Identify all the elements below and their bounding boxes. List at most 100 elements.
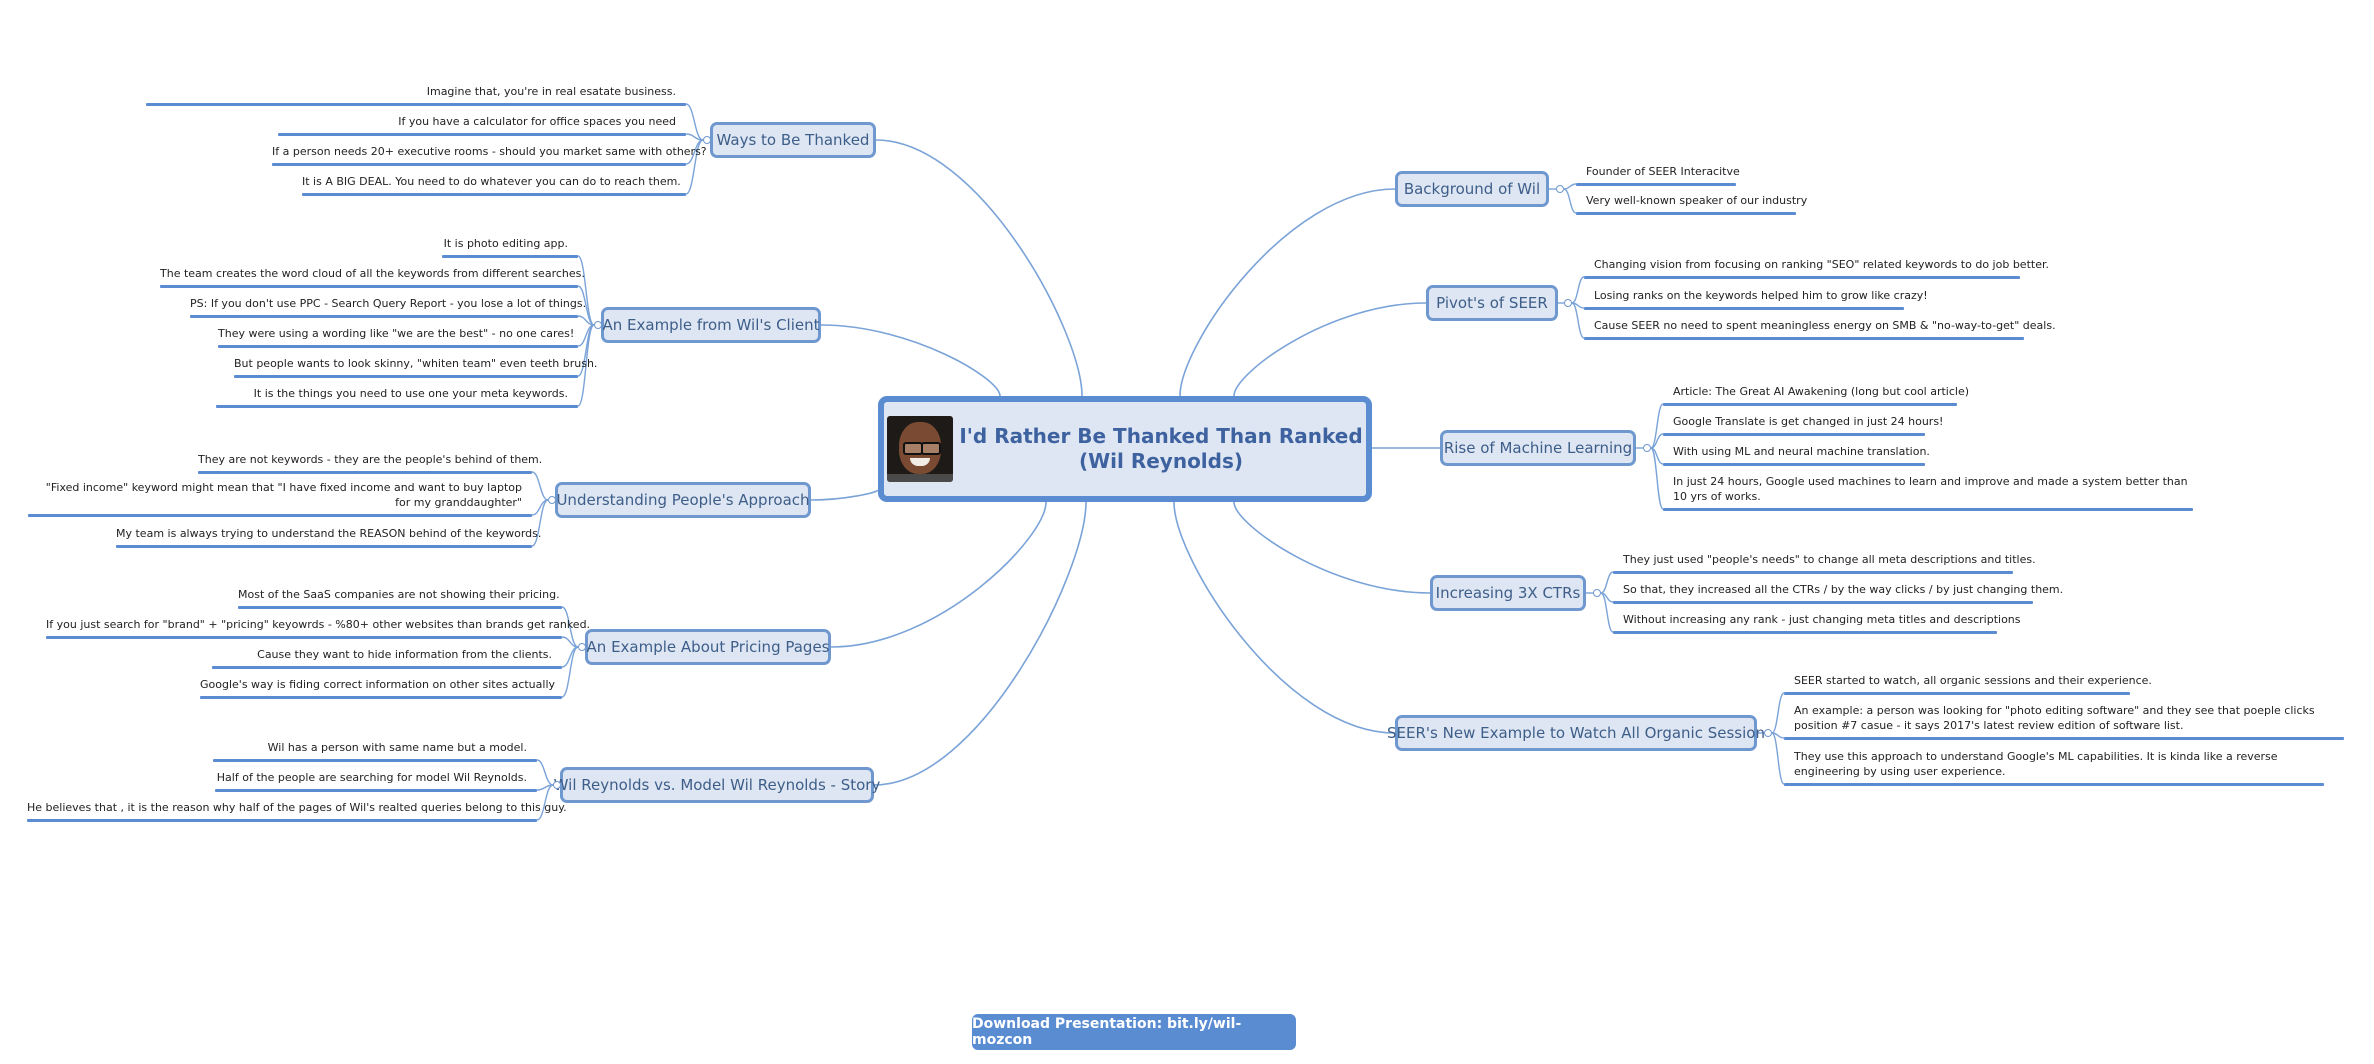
collapse-toggle[interactable]: [1643, 444, 1651, 452]
leaf-underline: [278, 133, 686, 136]
topic-label: Understanding People's Approach: [556, 491, 810, 509]
collapse-toggle[interactable]: [703, 136, 711, 144]
collapse-toggle[interactable]: [1764, 729, 1772, 737]
leaf-underline: [212, 666, 562, 669]
download-presentation-button[interactable]: Download Presentation: bit.ly/wil-mozcon: [972, 1014, 1296, 1050]
leaf-underline: [238, 606, 562, 609]
leaf-underline: [1663, 508, 2193, 511]
leaf-connector: [1771, 692, 1785, 734]
leaf-underline: [1613, 631, 1997, 634]
leaf-underline: [218, 345, 578, 348]
leaf-connector: [1650, 433, 1664, 449]
leaf-note[interactable]: If you have a calculator for office spac…: [398, 115, 676, 128]
branch-connector: [1233, 302, 1427, 397]
right-topic-4[interactable]: Increasing 3X CTRs: [1430, 575, 1586, 611]
leaf-underline: [1584, 307, 1904, 310]
leaf-connector: [1571, 276, 1585, 304]
right-topic-5[interactable]: SEER's New Example to Watch All Organic …: [1387, 715, 1765, 751]
collapse-toggle[interactable]: [1564, 299, 1572, 307]
leaf-note[interactable]: Cause they want to hide information from…: [257, 648, 552, 661]
left-topic-1[interactable]: Ways to Be Thanked: [710, 122, 876, 158]
left-topic-4[interactable]: An Example About Pricing Pages: [585, 629, 831, 665]
right-topic-1[interactable]: Background of Wil: [1395, 171, 1549, 207]
leaf-underline: [146, 103, 686, 106]
leaf-connector: [1771, 732, 1785, 785]
leaf-underline: [200, 696, 562, 699]
leaf-note[interactable]: Google Translate is get changed in just …: [1673, 415, 1944, 428]
leaf-note[interactable]: Very well-known speaker of our industry: [1586, 194, 1808, 207]
leaf-connector: [685, 133, 704, 141]
collapse-toggle[interactable]: [1556, 185, 1564, 193]
leaf-note[interactable]: They use this approach to understand Goo…: [1794, 750, 2278, 778]
leaf-underline: [216, 405, 578, 408]
leaf-note[interactable]: My team is always trying to understand t…: [116, 527, 542, 540]
leaf-connector: [561, 606, 579, 648]
left-topic-5[interactable]: Wil Reynolds vs. Model Wil Reynolds - St…: [554, 767, 880, 803]
leaf-underline: [1613, 571, 2013, 574]
leaf-note[interactable]: Most of the SaaS companies are not showi…: [238, 588, 560, 601]
root-topic[interactable]: I'd Rather Be Thanked Than Ranked (Wil R…: [878, 396, 1372, 502]
leaf-note[interactable]: An example: a person was looking for "ph…: [1794, 704, 2315, 732]
left-topic-3[interactable]: Understanding People's Approach: [555, 482, 811, 518]
collapse-toggle[interactable]: [594, 321, 602, 329]
leaf-note[interactable]: Google's way is fiding correct informati…: [200, 678, 556, 691]
branch-connector: [810, 489, 879, 501]
leaf-note[interactable]: If you just search for "brand" + "pricin…: [46, 618, 591, 631]
left-topic-2[interactable]: An Example from Wil's Client: [601, 307, 821, 343]
leaf-connector: [685, 139, 704, 195]
leaf-note[interactable]: They were using a wording like "we are t…: [218, 327, 575, 340]
leaf-underline: [160, 285, 578, 288]
root-title-line-1: I'd Rather Be Thanked Than Ranked: [959, 424, 1363, 448]
leaf-note[interactable]: In just 24 hours, Google used machines t…: [1673, 475, 2188, 503]
branch-connector: [830, 501, 1047, 648]
leaf-note[interactable]: "Fixed income" keyword might mean that "…: [45, 481, 522, 509]
leaf-note[interactable]: SEER started to watch, all organic sessi…: [1794, 674, 2152, 687]
topic-label: Ways to Be Thanked: [716, 131, 870, 149]
leaf-note[interactable]: It is A BIG DEAL. You need to do whateve…: [302, 175, 681, 188]
leaf-note[interactable]: Without increasing any rank - just chang…: [1623, 613, 2021, 626]
branch-connector: [873, 501, 1087, 786]
leaf-note[interactable]: Wil has a person with same name but a mo…: [267, 741, 527, 754]
leaf-underline: [190, 315, 578, 318]
leaf-note[interactable]: Cause SEER no need to spent meaningless …: [1594, 319, 2056, 332]
leaf-connector: [1571, 302, 1585, 339]
leaf-underline: [28, 514, 532, 517]
leaf-note[interactable]: They just used "people's needs" to chang…: [1623, 553, 2036, 566]
leaf-note[interactable]: It is photo editing app.: [443, 237, 568, 250]
leaf-note[interactable]: Founder of SEER Interacitve: [1586, 165, 1740, 178]
branch-connector: [1233, 501, 1431, 594]
collapse-toggle[interactable]: [578, 643, 586, 651]
leaf-connector: [685, 103, 704, 141]
leaf-note[interactable]: He believes that , it is the reason why …: [27, 801, 567, 814]
leaf-underline: [302, 193, 686, 196]
collapse-toggle[interactable]: [1593, 589, 1601, 597]
branch-connector: [875, 139, 1083, 397]
leaf-connector: [577, 285, 595, 326]
leaf-note[interactable]: So that, they increased all the CTRs / b…: [1623, 583, 2064, 596]
leaf-underline: [215, 789, 537, 792]
leaf-note[interactable]: They are not keywords - they are the peo…: [198, 453, 543, 466]
leaf-note[interactable]: It is the things you need to use one you…: [253, 387, 568, 400]
leaf-note[interactable]: Imagine that, you're in real esatate bus…: [426, 85, 676, 98]
right-topic-3[interactable]: Rise of Machine Learning: [1440, 430, 1636, 466]
leaf-note[interactable]: PS: If you don't use PPC - Search Query …: [190, 297, 587, 310]
leaf-note[interactable]: Half of the people are searching for mod…: [216, 771, 527, 784]
leaf-connector: [1650, 403, 1664, 449]
collapse-toggle[interactable]: [548, 496, 556, 504]
leaf-note[interactable]: But people wants to look skinny, "whiten…: [234, 357, 598, 370]
leaf-note[interactable]: Losing ranks on the keywords helped him …: [1594, 289, 1928, 302]
leaf-connector: [531, 499, 549, 547]
topic-label: Increasing 3X CTRs: [1435, 584, 1581, 602]
right-topic-2[interactable]: Pivot's of SEER: [1426, 285, 1558, 321]
leaf-note[interactable]: With using ML and neural machine transla…: [1673, 445, 1930, 458]
collapse-toggle[interactable]: [553, 781, 561, 789]
leaf-note[interactable]: The team creates the word cloud of all t…: [160, 267, 585, 280]
leaf-underline: [1784, 692, 2130, 695]
leaf-connector: [536, 784, 554, 821]
leaf-note[interactable]: If a person needs 20+ executive rooms - …: [272, 145, 707, 158]
leaf-note[interactable]: Article: The Great AI Awakening (long bu…: [1673, 385, 1970, 398]
leaf-note[interactable]: Changing vision from focusing on ranking…: [1594, 258, 2049, 271]
leaf-underline: [234, 375, 578, 378]
topic-label: SEER's New Example to Watch All Organic …: [1387, 724, 1765, 742]
